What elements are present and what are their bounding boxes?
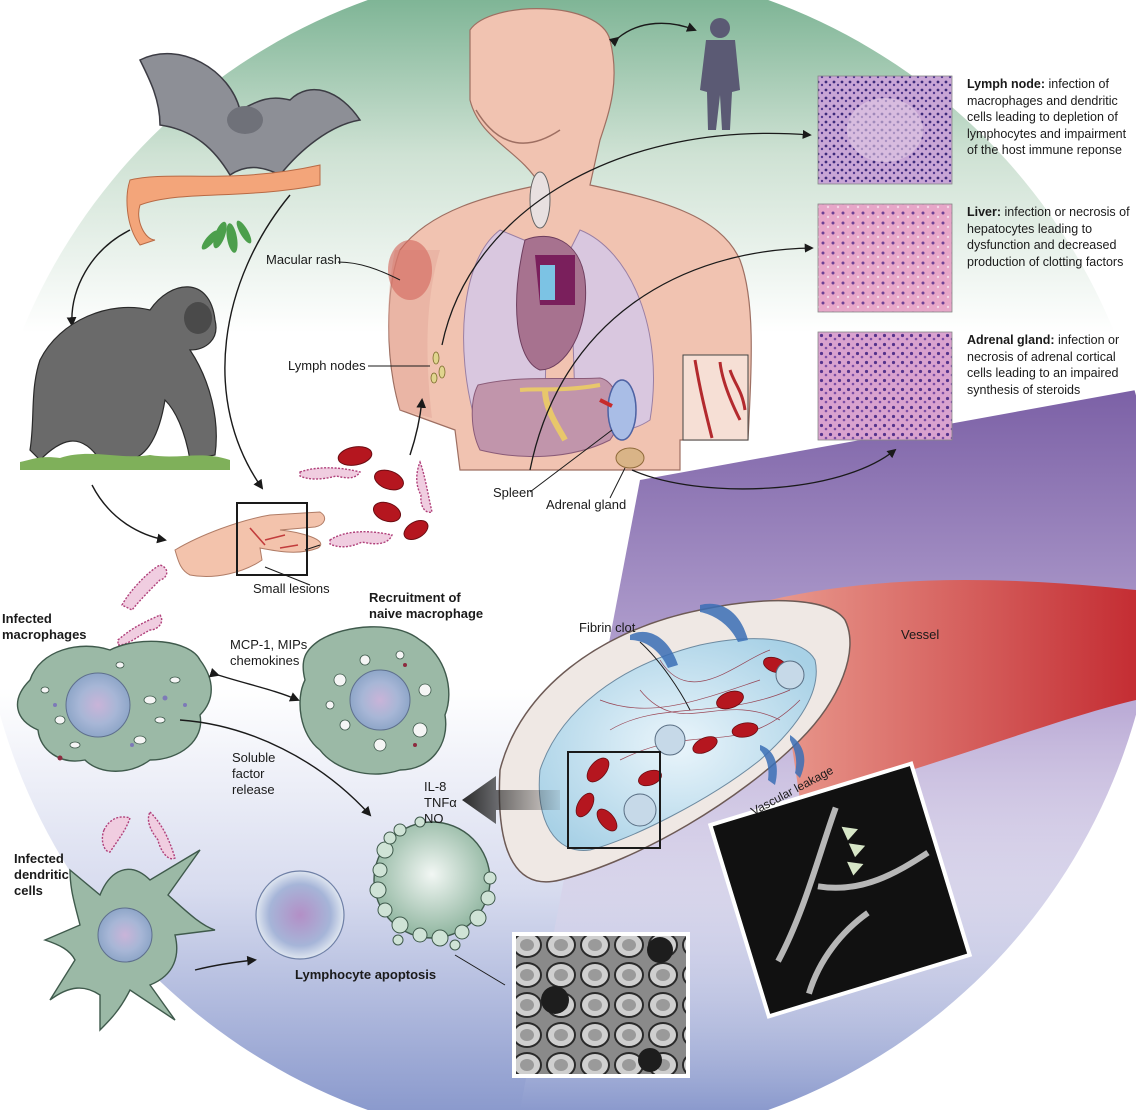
label-infected-dendritic: Infected dendritic cells [14, 851, 69, 899]
panel-adrenal-title: Adrenal gland: [967, 333, 1055, 347]
label-recruitment: Recruitment of naive macrophage [369, 590, 483, 622]
label-soluble-line2: factor [232, 766, 265, 781]
arrow-soluble-factor [179, 719, 372, 817]
apoptotic-lymphocyte [369, 816, 497, 951]
transmission-arrow-human [608, 22, 697, 47]
label-recruitment-line2: naive macrophage [369, 606, 484, 621]
infected-macrophage [16, 640, 212, 772]
hand-icon [174, 502, 326, 578]
fibrin-strands [599, 649, 801, 761]
virus-particles [101, 460, 433, 860]
label-soluble-factor: Soluble factor release [232, 750, 275, 798]
panel-adrenal-text: Adrenal gland: infection or necrosis of … [967, 332, 1135, 398]
arrow-bat-to-hand [224, 194, 291, 490]
panel-adrenal-body: infection or necrosis of adrenal cortica… [967, 333, 1120, 397]
label-chemokines-line1: MCP-1, MIPs [230, 637, 308, 652]
label-recruitment-line1: Recruitment of [369, 590, 461, 605]
label-spleen: Spleen [493, 485, 534, 500]
label-mediators: IL-8 TNFα NO [424, 779, 457, 827]
fluorescence-micrograph-vessel [707, 761, 973, 1019]
leader-lines [264, 261, 626, 586]
label-soluble-line1: Soluble [232, 750, 276, 765]
lymph-node-cluster [430, 351, 446, 384]
arrow-to-lymph [409, 398, 427, 456]
skin-inset [682, 354, 749, 441]
gorilla-icon [20, 286, 230, 470]
panel-liver-title: Liver: [967, 205, 1002, 219]
panel-lymph-node-body: infection of macrophages and dendritic c… [967, 77, 1127, 157]
label-dendritic-line1: Infected [14, 851, 64, 866]
label-infected-macrophages-line1: Infected [2, 611, 52, 626]
label-fibrin-clot: Fibrin clot [579, 620, 636, 635]
arrow-chemokines [209, 667, 300, 702]
blood-vessel-cross-section [498, 580, 1136, 883]
arrow-gorilla-to-hand [91, 484, 167, 544]
infected-dendritic-cell [43, 849, 216, 1032]
arrow-lymph-to-panel [441, 129, 812, 346]
panel-lymph-node-title: Lymph node: [967, 77, 1046, 91]
lymphocyte [255, 870, 345, 960]
red-blood-cells-vessel [575, 656, 787, 832]
naive-macrophage [299, 626, 450, 775]
label-chemokines: MCP-1, MIPs chemokines [230, 637, 307, 669]
adrenal-organ [615, 447, 645, 469]
vessel-inset-box [567, 751, 661, 849]
label-infected-macrophages-line2: macrophages [2, 627, 87, 642]
label-lymphocyte-apoptosis: Lymphocyte apoptosis [295, 967, 437, 982]
bat-icon [126, 52, 362, 253]
label-no: NO [424, 811, 444, 826]
histology-adrenal [817, 331, 953, 441]
human-silhouette-icon [700, 18, 740, 130]
label-vessel: Vessel [901, 627, 940, 642]
label-dendritic-line3: cells [14, 883, 43, 898]
red-blood-cells-free [337, 446, 429, 540]
label-tnfa: TNFα [424, 795, 457, 810]
spleen-organ [607, 379, 637, 441]
label-macular-rash: Macular rash [266, 252, 342, 267]
arrow-dendritic-to-lymphocyte [194, 955, 257, 971]
label-infected-macrophages: Infected macrophages [2, 611, 87, 643]
label-chemokines-line2: chemokines [230, 653, 300, 668]
small-lesions-box [236, 502, 308, 576]
label-lymph-nodes: Lymph nodes [288, 358, 366, 373]
histology-liver [817, 203, 953, 313]
macular-rash-patch [388, 240, 432, 300]
arrow-liver-to-panel [529, 243, 814, 471]
label-adrenal-gland: Adrenal gland [546, 497, 627, 512]
panel-liver-body: infection or necrosis of hepatocytes lea… [967, 205, 1130, 269]
cytokine-arrow [462, 776, 560, 824]
panel-lymph-node-text: Lymph node: infection of macrophages and… [967, 76, 1135, 159]
line-to-em [454, 954, 506, 986]
label-il8: IL-8 [424, 779, 447, 794]
label-dendritic-line2: dendritic [14, 867, 69, 882]
arrow-adrenal-to-panel [631, 448, 897, 490]
thoracic-organs [430, 229, 749, 469]
label-soluble-line3: release [232, 782, 275, 797]
arrow-bat-to-gorilla [66, 229, 131, 327]
vascular-leakage-drops [630, 603, 805, 785]
fibrin-clot-leader [639, 641, 691, 711]
label-small-lesions: Small lesions [253, 581, 330, 596]
panel-liver-text: Liver: infection or necrosis of hepatocy… [967, 204, 1135, 270]
